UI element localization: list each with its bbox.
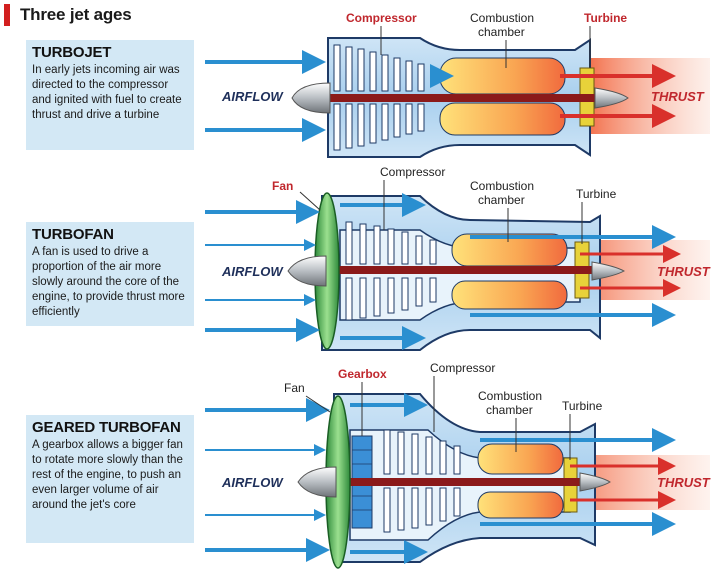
turbofan-inner-arrows [205, 239, 316, 306]
turbojet-tail-cone [594, 87, 629, 109]
geared-nose-cone [297, 466, 337, 498]
turbofan-compressor-blades [345, 221, 437, 321]
turbofan-airflow-arrows [205, 193, 676, 350]
turbofan-description: A fan is used to drive a proportion of t… [32, 246, 185, 318]
geared-turbofan-panel: GEARED TURBOFAN A gearbox allows a bigge… [26, 415, 194, 543]
geared-inner-arrows [205, 444, 326, 521]
turbojet-airflow-label: AIRFLOW [221, 89, 284, 104]
turbojet-thrust-label: THRUST [651, 89, 705, 104]
turbofan-engine: AIRFLOW THRUST Fan Compressor Combustion… [205, 165, 711, 351]
geared-thrust-label: THRUST [657, 475, 711, 490]
geared-shaft [320, 478, 600, 486]
turbojet-combustion-label-2: chamber [478, 25, 525, 39]
turbofan-shaft [320, 266, 610, 274]
turbofan-compressor-label: Compressor [380, 165, 445, 179]
geared-fan-leader [305, 395, 331, 413]
geared-compressor-label: Compressor [430, 361, 495, 375]
geared-turbine-label: Turbine [562, 399, 603, 413]
turbofan-tail-cone [591, 261, 626, 281]
turbojet-thrust-arrows [560, 64, 676, 128]
turbofan-thrust-arrows [580, 245, 681, 297]
geared-turbofan-heading: GEARED TURBOFAN [32, 419, 181, 436]
turbojet-heading: TURBOJET [32, 44, 112, 61]
turbofan-airflow-label: AIRFLOW [221, 264, 284, 279]
turbofan-panel: TURBOFAN A fan is used to drive a propor… [26, 222, 194, 326]
turbojet-compressor-blades [333, 44, 425, 151]
turbojet-airflow-arrows [205, 50, 454, 142]
geared-tail-cone [579, 472, 611, 492]
geared-fan-label: Fan [284, 381, 305, 395]
geared-combustion-label-2: chamber [486, 403, 533, 417]
turbofan-combustion-label-1: Combustion [470, 179, 534, 193]
turbojet-nose-cone [291, 82, 331, 114]
geared-gearbox-label: Gearbox [338, 367, 387, 381]
geared-turbofan-description: A gearbox allows a bigger fan to rotate … [32, 439, 183, 511]
accent-bar [4, 4, 10, 26]
turbojet-description: In early jets incoming air was directed … [32, 64, 182, 121]
geared-compressor-blades [383, 429, 461, 533]
turbofan-thrust-label: THRUST [657, 264, 711, 279]
geared-airflow-label: AIRFLOW [221, 475, 284, 490]
geared-gearbox-lines [352, 449, 372, 511]
turbojet-panel: TURBOJET In early jets incoming air was … [26, 40, 194, 150]
turbojet-combustion-label-1: Combustion [470, 11, 534, 25]
turbojet-compressor-label: Compressor [346, 11, 417, 25]
turbojet-turbine-label: Turbine [584, 11, 627, 25]
turbojet-combustion-upper [439, 57, 566, 95]
geared-airflow-arrows [205, 393, 676, 564]
turbojet-shaft [320, 94, 610, 102]
turbojet-combustion-lower [439, 102, 566, 136]
turbofan-combustion-lower [451, 280, 568, 310]
geared-combustion-label-1: Combustion [478, 389, 542, 403]
turbofan-fan-leader [299, 191, 321, 211]
turbojet-engine: AIRFLOW THRUST Compressor Combustion cha… [205, 11, 710, 158]
turbofan-turbine-label: Turbine [576, 187, 617, 201]
geared-turbofan-engine: AIRFLOW THRUST Fan Gearbox Compressor Co… [205, 361, 711, 569]
turbofan-combustion-label-2: chamber [478, 193, 525, 207]
turbofan-nose-cone [287, 255, 327, 287]
geared-combustion-lower [477, 491, 564, 519]
geared-thrust-arrows [570, 457, 676, 509]
turbofan-heading: TURBOFAN [32, 226, 114, 243]
turbofan-fan-label: Fan [272, 179, 293, 193]
diagram-title: Three jet ages [20, 5, 132, 24]
geared-combustion-upper [477, 443, 564, 475]
